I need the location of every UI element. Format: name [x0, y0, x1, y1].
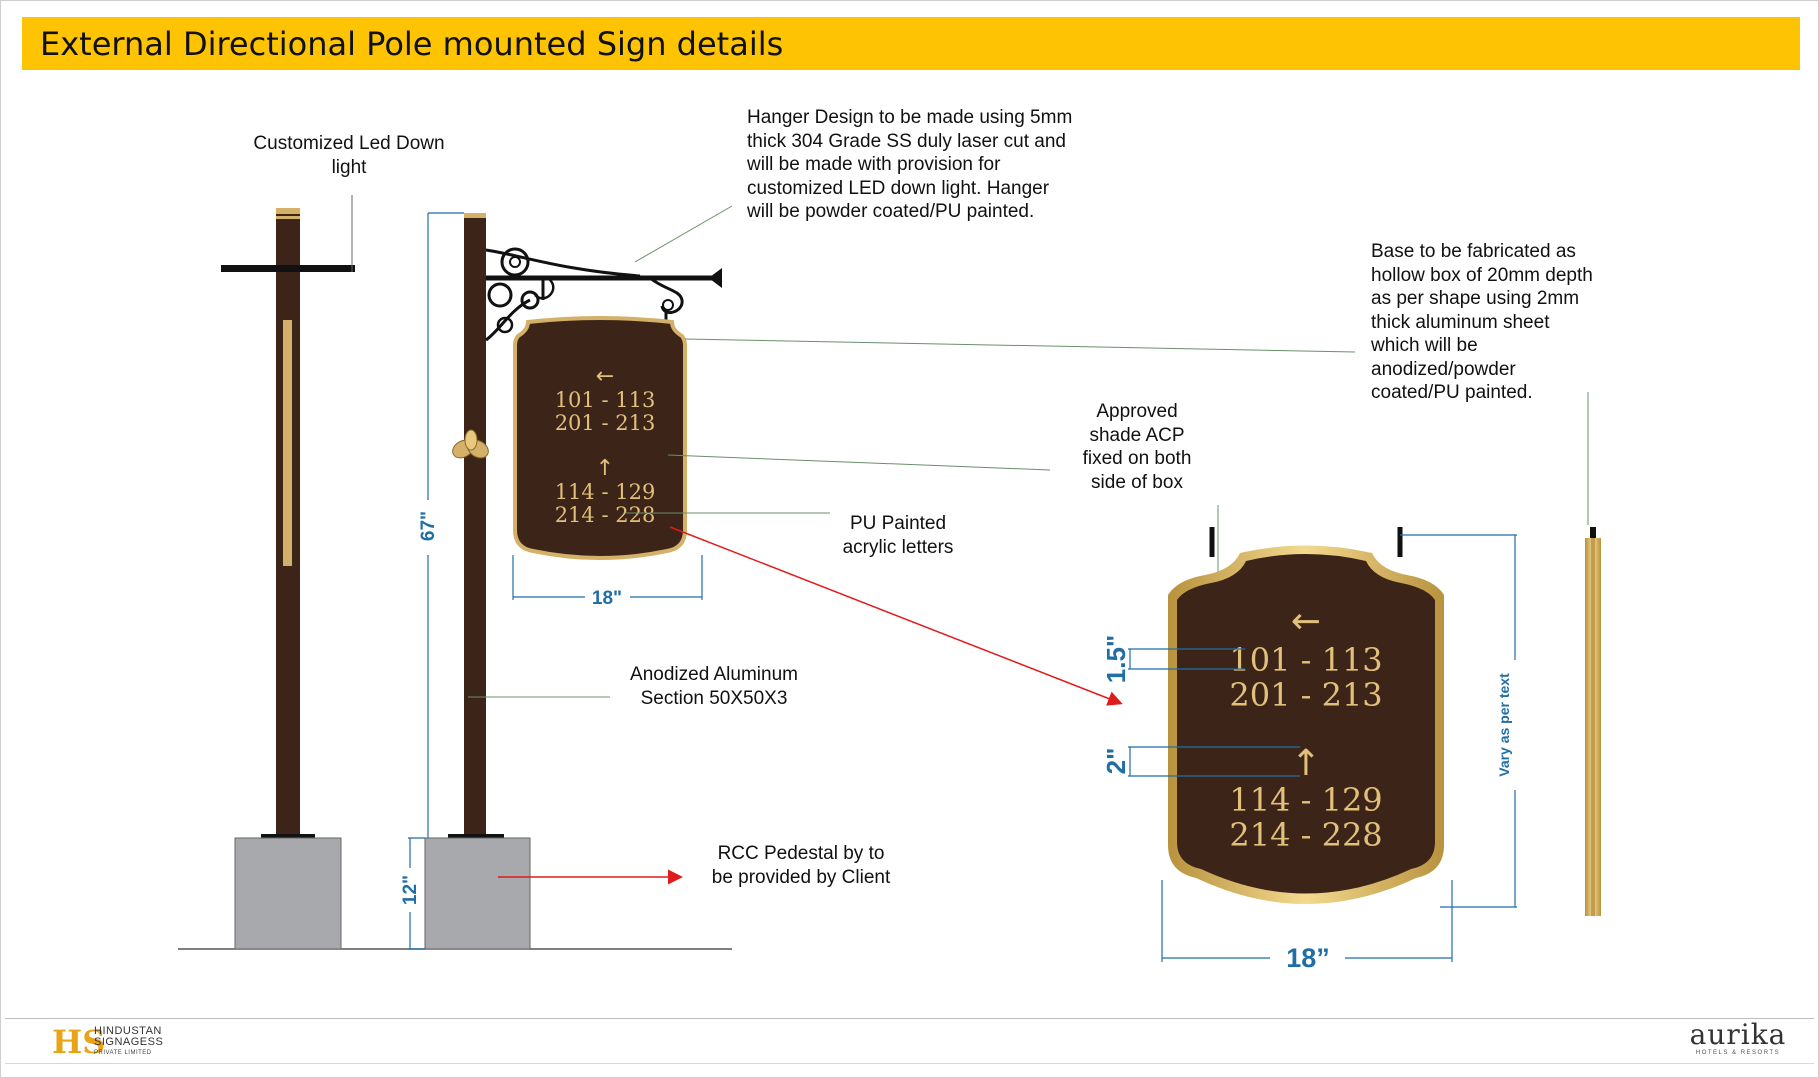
title-bar: External Directional Pole mounted Sign d… — [22, 17, 1800, 70]
note-acp: Approved shade ACP fixed on both side of… — [1082, 401, 1192, 493]
page-title: External Directional Pole mounted Sign d… — [40, 25, 784, 63]
small-sign-line: 214 - 228 — [555, 503, 656, 527]
hs-logo-mark: HS — [52, 1023, 106, 1061]
small-sign-width-dimension — [512, 555, 703, 600]
pedestal-height-label: 12" — [400, 875, 421, 905]
small-sign-line: 101 - 113 — [555, 388, 656, 412]
large-sign-height-dimension — [1400, 534, 1517, 908]
sign-side-profile — [1585, 527, 1601, 916]
large-sign-width-label: 18” — [1286, 943, 1330, 973]
hanger-bracket — [485, 247, 722, 342]
large-sign-line: 214 - 228 — [1229, 816, 1382, 854]
small-sign-line: 201 - 213 — [555, 411, 656, 435]
note-hanger: Hanger Design to be made using 5mm thick… — [747, 107, 1073, 222]
front-view-pole — [424, 213, 531, 950]
red-pointer-arrow — [669, 526, 1123, 706]
small-sign-width-label: 18" — [592, 588, 622, 609]
hs-logo-sub: PRIVATE LIMITED — [94, 1050, 152, 1056]
line-gap-label: 1.5" — [1101, 635, 1131, 683]
note-led-light: Customized Led Down light — [253, 133, 445, 178]
side-view-pole — [221, 195, 355, 950]
leaf-emblem-icon — [452, 429, 489, 459]
small-sign-arrow-up: ↑ — [596, 456, 614, 481]
large-sign-arrow-up: ↑ — [1291, 743, 1321, 784]
large-sign-line: 101 - 113 — [1229, 641, 1382, 679]
large-sign-line: 201 - 213 — [1229, 676, 1382, 714]
pole-height-label: 67" — [418, 511, 439, 541]
small-sign-panel — [513, 316, 687, 560]
group-gap-dimension — [1128, 746, 1300, 777]
aurika-logo: aurika HOTELS & RESORTS — [1683, 1020, 1793, 1060]
large-sign-arrow-left: ← — [1291, 601, 1321, 642]
note-letters: PU Painted acrylic letters — [842, 513, 954, 558]
aurika-logo-name: aurika — [1689, 1018, 1787, 1051]
large-sign-width-dimension — [1161, 880, 1453, 962]
large-sign-hangers — [1209, 527, 1403, 557]
small-sign-line: 114 - 129 — [555, 480, 656, 504]
aurika-logo-sub: HOTELS & RESORTS — [1695, 1050, 1781, 1056]
pole-height-dimension — [427, 212, 464, 838]
group-gap-label: 2" — [1101, 748, 1131, 775]
note-aluminum: Anodized Aluminum Section 50X50X3 — [630, 664, 798, 709]
large-sign-height-label: Vary as per text — [1496, 673, 1512, 777]
footer-divider — [5, 1063, 1814, 1064]
note-base: Base to be fabricated as hollow box of 2… — [1371, 241, 1593, 403]
hindustan-signagess-logo: HS HINDUSTAN SIGNAGESS PRIVATE LIMITED — [52, 1024, 192, 1060]
line-gap-dimension — [1128, 648, 1245, 670]
large-sign-panel — [1168, 545, 1444, 904]
large-sign-line: 114 - 129 — [1229, 781, 1382, 819]
pedestal-height-dimension — [408, 837, 425, 950]
footer-divider — [5, 1018, 1814, 1019]
note-pedestal: RCC Pedestal by to be provided by Client — [711, 843, 891, 888]
leader-lines — [468, 205, 1589, 698]
hs-logo-name: HINDUSTAN SIGNAGESS — [94, 1025, 164, 1048]
small-sign-arrow-left: ← — [596, 364, 614, 389]
